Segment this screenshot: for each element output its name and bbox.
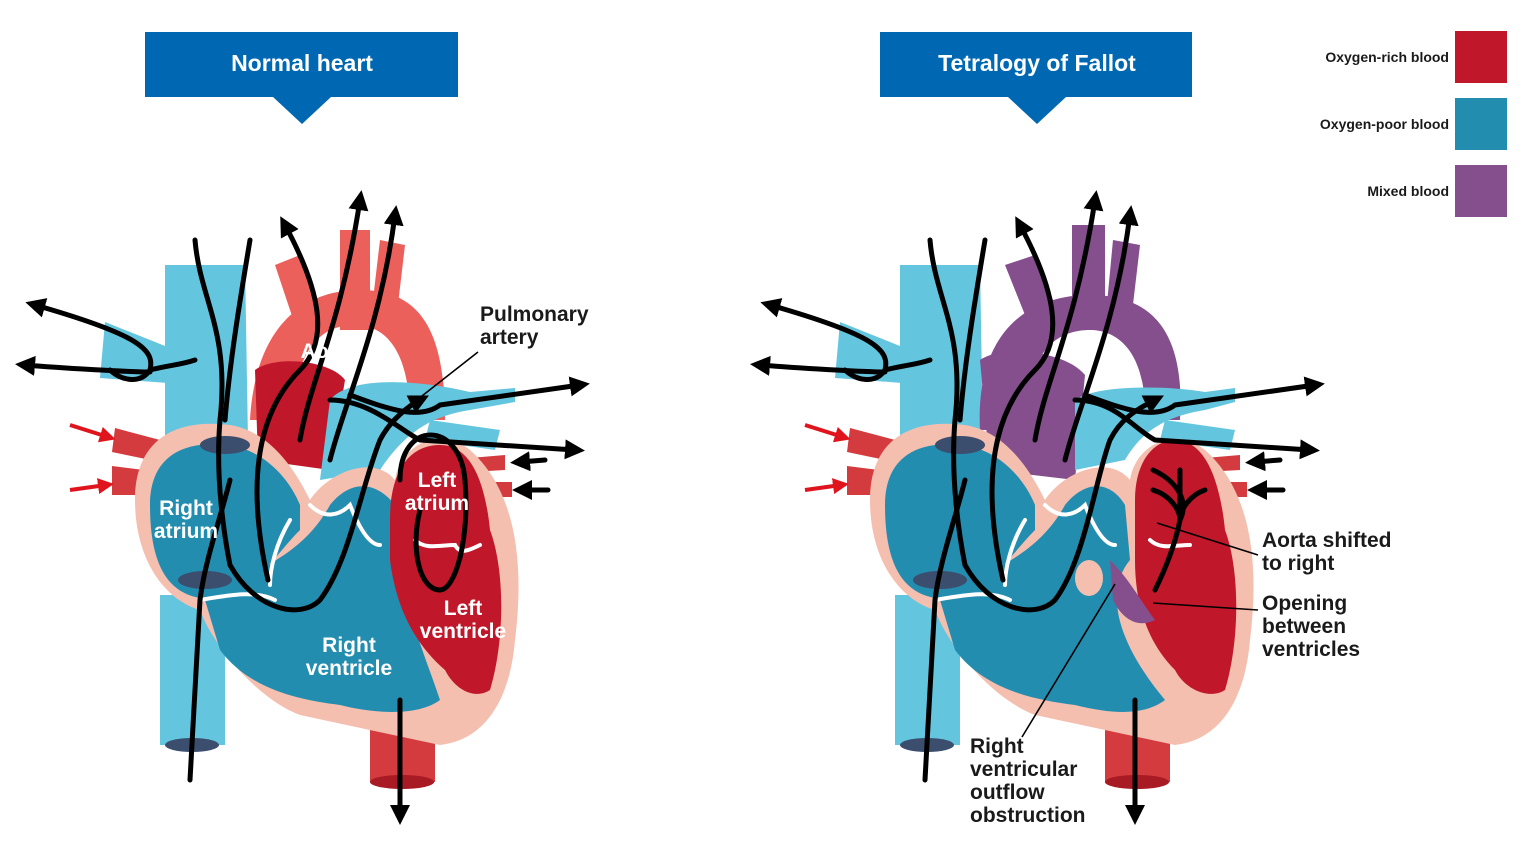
normal-heart-title: Normal heart <box>231 50 373 76</box>
label-aorta-shifted-line2: to right <box>1262 552 1334 575</box>
label-aorta-shifted-line1: Aorta shifted <box>1262 529 1392 552</box>
legend: Oxygen-rich blood Oxygen-poor blood Mixe… <box>1320 31 1507 217</box>
label-right-ventricle-line2: ventricle <box>306 657 392 680</box>
normal-heart-illustration <box>25 200 580 815</box>
legend-swatch-oxygen-rich <box>1455 31 1507 83</box>
leader-pulmonary <box>412 351 479 404</box>
label-rvoo-line3: outflow <box>970 781 1045 804</box>
label-left-atrium-line2: atrium <box>405 492 469 515</box>
label-right-atrium-line2: atrium <box>154 520 218 543</box>
label-pulmonary-line2: artery <box>480 326 539 349</box>
legend-swatch-mixed <box>1455 165 1507 217</box>
tetralogy-title: Tetralogy of Fallot <box>938 50 1136 76</box>
tetralogy-heart-illustration <box>760 200 1315 815</box>
label-opening-line2: between <box>1262 615 1346 638</box>
label-left-ventricle-line2: ventricle <box>420 620 506 643</box>
legend-swatch-oxygen-poor <box>1455 98 1507 150</box>
label-aorta: Aorta <box>301 340 356 363</box>
label-rvoo-line2: ventricular <box>970 758 1077 781</box>
label-pulmonary-line1: Pulmonary <box>480 303 589 326</box>
banner-normal-heart-shape <box>145 32 458 124</box>
leader-rvoo <box>1021 583 1116 738</box>
label-left-atrium-line1: Left <box>418 469 457 492</box>
leader-aorta-shifted <box>1156 522 1259 556</box>
legend-label-oxygen-poor: Oxygen-poor blood <box>1320 116 1449 132</box>
label-rvoo-line1: Right <box>970 735 1024 758</box>
banner-tetralogy-shape <box>880 32 1192 124</box>
banner-normal-heart: Normal heart <box>145 32 458 124</box>
label-right-atrium-line1: Right <box>159 497 213 520</box>
label-left-ventricle-line1: Left <box>444 597 483 620</box>
legend-label-mixed: Mixed blood <box>1367 183 1449 199</box>
legend-label-oxygen-rich: Oxygen-rich blood <box>1325 49 1449 65</box>
label-right-ventricle-line1: Right <box>322 634 376 657</box>
label-opening-line3: ventricles <box>1262 638 1360 661</box>
label-opening-line1: Opening <box>1262 592 1347 615</box>
leader-opening <box>1152 602 1259 611</box>
label-rvoo-line4: obstruction <box>970 804 1086 827</box>
banner-tetralogy: Tetralogy of Fallot <box>880 32 1192 124</box>
